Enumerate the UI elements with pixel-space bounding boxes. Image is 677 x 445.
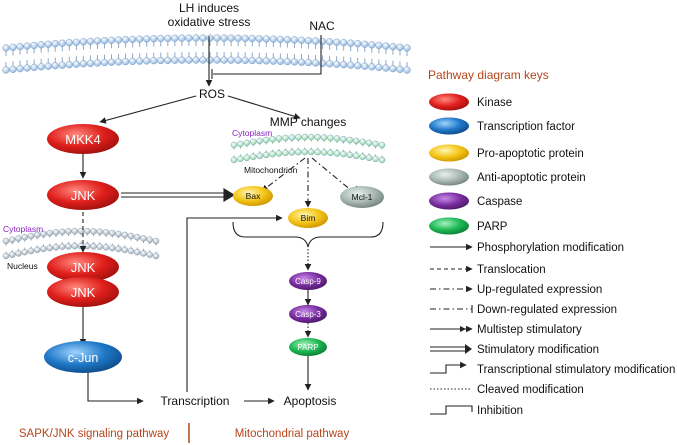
- blue-ellipse-icon: [429, 117, 469, 135]
- ros-to-mmp-arrow: [227, 95, 301, 120]
- apoptosis-label: Apoptosis: [284, 394, 337, 408]
- jnk-label: JNK: [71, 188, 96, 203]
- lh-label-line1: LH induces: [179, 1, 239, 15]
- jnk-nuclear-node-2: [47, 277, 119, 307]
- gray-ellipse-icon: [429, 168, 469, 186]
- mmp-label: MMP changes: [270, 115, 346, 129]
- connectors: [79, 35, 384, 405]
- dash-dot-inhibit-icon: [430, 305, 473, 313]
- mcl1-node: [340, 186, 384, 208]
- inhibition-bar-icon: [430, 405, 473, 415]
- sapk-pathway-label: SAPK/JNK signaling pathway: [19, 428, 169, 440]
- legend-line-label: Cleaved modification: [477, 384, 584, 396]
- mitochondrial-membrane: [230, 133, 386, 164]
- jnk-nuclear-label-1: JNK: [71, 260, 96, 275]
- jnk-nuclear-node-1: [47, 252, 119, 282]
- parp-label: PARP: [297, 343, 318, 352]
- mito-pathway-label: Mitochondrial pathway: [235, 428, 350, 440]
- bim-label: Bim: [301, 213, 316, 223]
- cytoplasm-nucleus-label: Cytoplasm: [3, 224, 43, 234]
- cytoplasm-mito-label: Cytoplasm: [232, 128, 272, 138]
- cjun-to-transcription-arrow: [87, 372, 144, 405]
- casp9-label: Casp-9: [295, 277, 321, 286]
- bax-node: [233, 186, 273, 206]
- legend-line-label: Down-regulated expression: [477, 304, 617, 316]
- membranes: [2, 34, 411, 260]
- legend-line-label: Up-regulated expression: [477, 284, 602, 296]
- nucleus-label: Nucleus: [7, 261, 38, 271]
- jnk-bax-arrowhead: [223, 188, 236, 202]
- nodes: [44, 124, 384, 373]
- legend-shape-label: PARP: [477, 221, 508, 233]
- legend-line-label: Multistep stimulatory: [477, 324, 582, 336]
- mkk4-node: [47, 124, 119, 154]
- legend: Pathway diagram keys KinaseTranscription…: [428, 68, 675, 417]
- casp3-node: [289, 305, 327, 323]
- bim-node: [288, 208, 328, 228]
- legend-line-label: Stimulatory modification: [477, 344, 599, 356]
- parp-node: [289, 338, 327, 356]
- cjun-node: [44, 341, 122, 373]
- mito-to-mcl1-line: [311, 157, 353, 192]
- ros-label: ROS: [199, 87, 225, 101]
- mcl1-label: Mcl-1: [352, 192, 373, 202]
- transcription-label: Transcription: [161, 394, 230, 408]
- mito-to-bax-arrow: [261, 157, 306, 192]
- lh-label-line2: oxidative stress: [168, 15, 251, 29]
- casp9-node: [289, 272, 327, 290]
- legend-line-label: Inhibition: [477, 405, 523, 417]
- labels: LH induces oxidative stress NAC ROS MMP …: [3, 1, 373, 443]
- legend-shape-label: Transcription factor: [477, 121, 575, 133]
- jnk-nuclear-label-2: JNK: [71, 285, 96, 300]
- legend-title: Pathway diagram keys: [428, 68, 549, 82]
- bax-label: Bax: [246, 191, 261, 201]
- mkk4-label: MKK4: [65, 132, 100, 147]
- legend-shape-label: Kinase: [477, 97, 512, 109]
- mitochondrion-label: Mitochondrion: [244, 165, 298, 175]
- red-ellipse-icon: [429, 93, 469, 111]
- legend-line-label: Transcriptional stimulatory modification: [477, 364, 675, 376]
- casp3-label: Casp-3: [295, 310, 321, 319]
- protein-brace: [232, 221, 384, 248]
- ros-to-mkk4-arrow: [99, 95, 197, 124]
- legend-shape-label: Pro-apoptotic protein: [477, 148, 584, 160]
- cjun-label: c-Jun: [68, 351, 99, 365]
- legend-shape-label: Caspase: [477, 196, 522, 208]
- legend-line-label: Translocation: [477, 264, 546, 276]
- nac-inhibition-line: [213, 35, 322, 75]
- transcription-to-bim-arrow: [186, 214, 283, 392]
- nuclear-membrane: [2, 227, 160, 260]
- purple-ellipse-icon: [429, 192, 469, 210]
- bent-arrow-icon: [430, 361, 467, 374]
- legend-shape-label: Anti-apoptotic protein: [477, 172, 586, 184]
- yellow-ellipse-icon: [429, 144, 469, 162]
- plasma-membrane: [2, 34, 411, 74]
- double-line-arrow-icon: [430, 344, 472, 354]
- nac-label: NAC: [309, 19, 335, 33]
- legend-line-label: Phosphorylation modification: [477, 242, 624, 254]
- green-ellipse-icon: [429, 217, 469, 235]
- double-head-arrow-icon: [430, 325, 473, 333]
- jnk-node: [47, 180, 119, 210]
- legend-lines: Phosphorylation modificationTranslocatio…: [430, 242, 675, 417]
